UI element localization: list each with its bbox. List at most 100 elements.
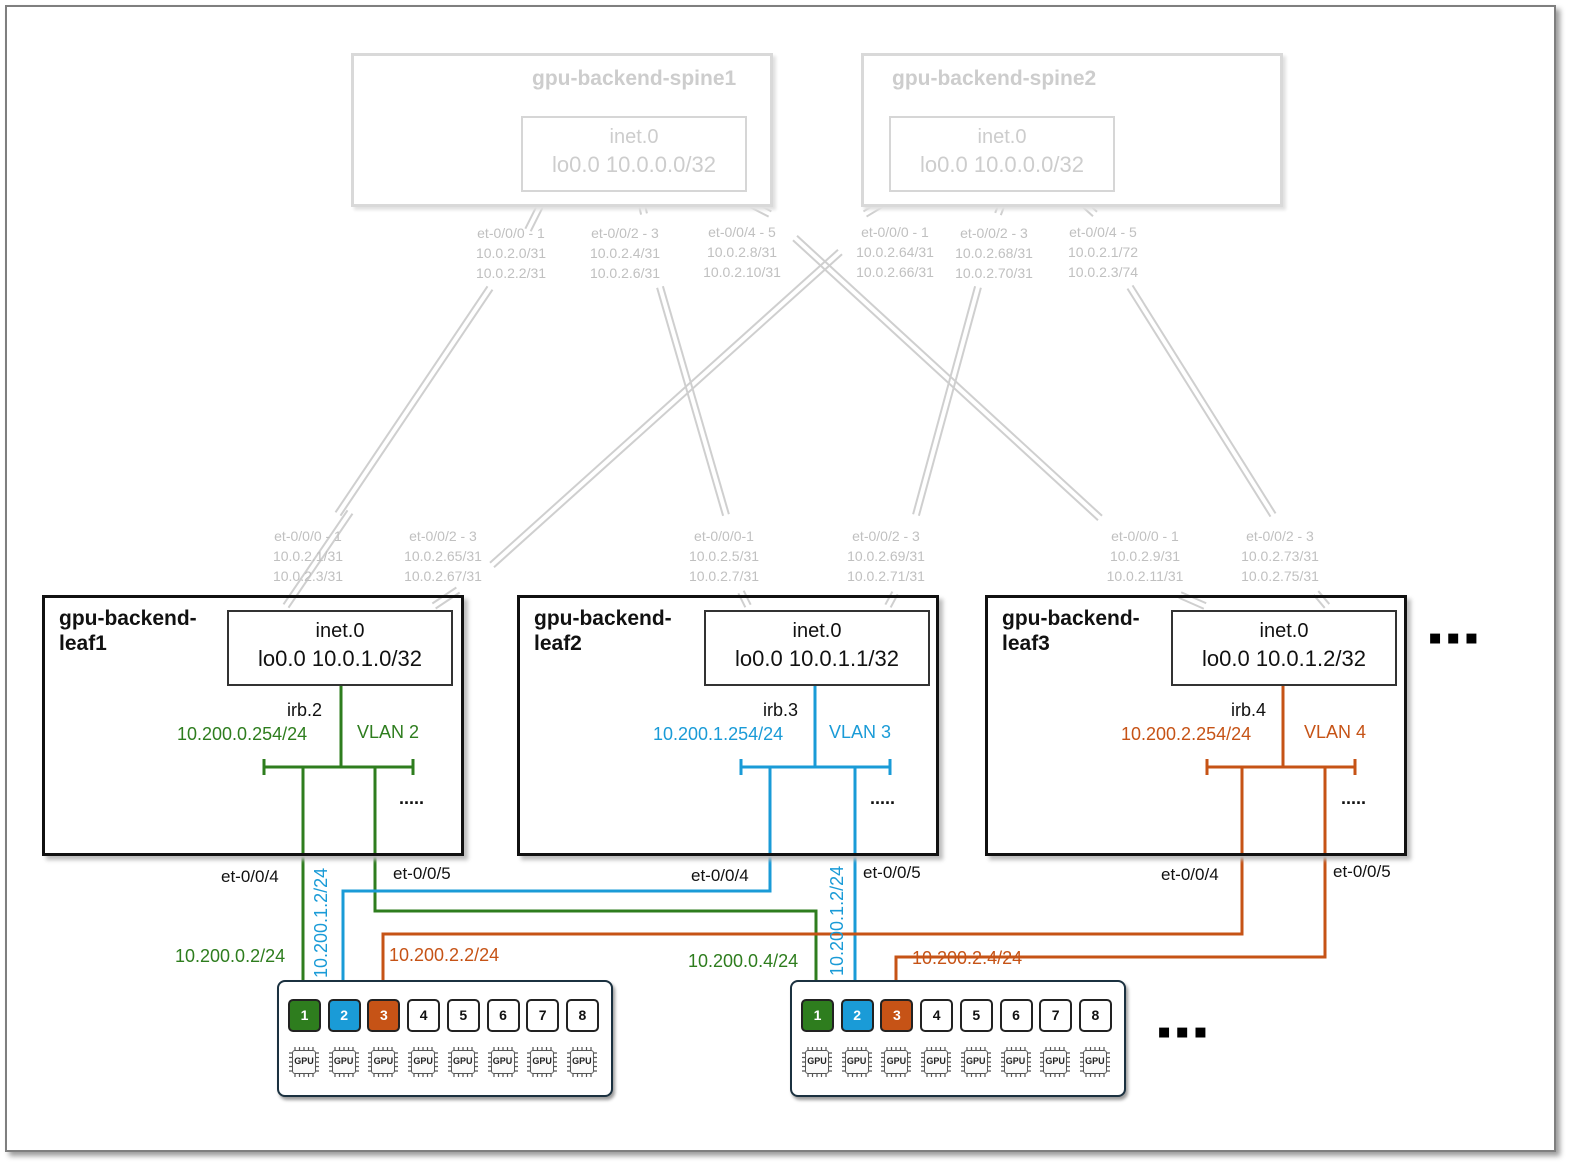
spine-leaf-link bbox=[489, 249, 839, 564]
nic-port[interactable]: 5 bbox=[959, 999, 993, 1032]
gpu-pins bbox=[1000, 1047, 1031, 1077]
leaf2-more: ..... bbox=[870, 788, 896, 808]
nic-port[interactable]: 3 bbox=[880, 999, 914, 1032]
port-ip: 10.0.2.66/31 bbox=[856, 264, 934, 280]
nic-port[interactable]: 6 bbox=[999, 999, 1033, 1032]
leaf2-vlan: VLAN 3 bbox=[829, 722, 892, 742]
gpu-pin-lines bbox=[408, 1047, 439, 1077]
gpu-pin-lines bbox=[566, 1047, 597, 1077]
spine2-loopback: lo0.0 10.0.0.0/32 bbox=[920, 152, 1084, 177]
gpu-chip-icon: GPU bbox=[1040, 1047, 1071, 1077]
nic-port[interactable]: 5 bbox=[446, 999, 480, 1032]
s2-green-ip: 10.200.0.4/24 bbox=[688, 951, 799, 971]
spine-leaf-link bbox=[1126, 288, 1272, 518]
gpu-chip-icon: GPU bbox=[1000, 1047, 1031, 1077]
spine-leaf-links bbox=[282, 192, 1331, 610]
gpu-label: GPU bbox=[530, 1050, 555, 1074]
nic-port[interactable]: 4 bbox=[407, 999, 441, 1032]
gpu-pin-lines bbox=[1000, 1047, 1031, 1077]
gpu-pins bbox=[368, 1047, 399, 1077]
spine-leaf-link bbox=[282, 509, 349, 605]
leaf1-table: inet.0 bbox=[315, 620, 365, 642]
port-ip: 10.0.2.9/31 bbox=[1109, 548, 1181, 564]
spine2-box[interactable]: gpu-backend-spine2 inet.0 lo0.0 10.0.0.0… bbox=[861, 53, 1283, 207]
leaf1-port-b: et-0/0/5 bbox=[393, 864, 451, 883]
spine1-port-label: et-0/0/2 - 3 10.0.2.4/31 10.0.2.6/31 bbox=[576, 223, 674, 283]
nic-port[interactable]: 7 bbox=[526, 999, 560, 1032]
vlan-bridge bbox=[739, 759, 892, 775]
leaf3-loopback: lo0.0 10.0.1.2/32 bbox=[1202, 646, 1366, 671]
leaf2-box[interactable]: gpu-backend- leaf2 inet.0 lo0.0 10.0.1.1… bbox=[517, 595, 939, 856]
leaf1-name: gpu-backend- leaf1 bbox=[59, 606, 197, 656]
leaf1-name-line1: gpu-backend- bbox=[59, 607, 197, 630]
gpu-pins bbox=[881, 1047, 912, 1077]
gpu-chip-icon: GPU bbox=[487, 1047, 518, 1077]
nic-port[interactable]: 3 bbox=[367, 999, 401, 1032]
gpu-pin-lines bbox=[328, 1047, 359, 1077]
port-range: et-0/0/2 - 3 bbox=[409, 528, 477, 544]
leaf1-port-label: et-0/0/0 - 1 10.0.2.1/31 10.0.2.3/31 bbox=[258, 526, 358, 586]
port-ip: 10.0.2.11/31 bbox=[1106, 568, 1184, 584]
gpu-label: GPU bbox=[844, 1050, 869, 1074]
nic-port[interactable]: 6 bbox=[486, 999, 520, 1032]
spine-leaf-link bbox=[493, 253, 843, 568]
port-ip: 10.0.2.67/31 bbox=[404, 568, 482, 584]
nic-port[interactable]: 7 bbox=[1039, 999, 1073, 1032]
leaf1-name-line2: leaf1 bbox=[59, 632, 107, 655]
leaf1-more: ..... bbox=[399, 788, 425, 808]
leaf3-table: inet.0 bbox=[1259, 620, 1309, 642]
gpu-chip-icon: GPU bbox=[447, 1047, 478, 1077]
gpu-label: GPU bbox=[963, 1050, 988, 1074]
port-ip: 10.0.2.5/31 bbox=[688, 548, 760, 564]
spine-leaf-link bbox=[1178, 596, 1205, 610]
vlan-bridge bbox=[1205, 759, 1357, 775]
gpu-pin-lines bbox=[487, 1047, 518, 1077]
outer-frame bbox=[5, 5, 1556, 1152]
gpu-pin-lines bbox=[368, 1047, 399, 1077]
leaf2-name: gpu-backend- leaf2 bbox=[534, 606, 672, 656]
server-link bbox=[341, 767, 772, 998]
leaf2-irb: irb.3 bbox=[763, 700, 799, 720]
server-link bbox=[894, 767, 1327, 998]
nic-port[interactable]: 2 bbox=[840, 999, 874, 1032]
gpu-label: GPU bbox=[371, 1050, 396, 1074]
gpu-chip-icon: GPU bbox=[881, 1047, 912, 1077]
leaf3-port-label: et-0/0/2 - 3 10.0.2.73/31 10.0.2.75/31 bbox=[1228, 526, 1332, 586]
port-ip: 10.0.2.7/31 bbox=[688, 568, 760, 584]
gpu-pin-lines bbox=[841, 1047, 872, 1077]
gpu-chip-icon: GPU bbox=[527, 1047, 558, 1077]
leaf3-name-line1: gpu-backend- bbox=[1002, 607, 1140, 630]
nic-port[interactable]: 8 bbox=[565, 999, 599, 1032]
spine1-box[interactable]: gpu-backend-spine1 inet.0 lo0.0 10.0.0.0… bbox=[351, 53, 773, 207]
gpu-chip-icon: GPU bbox=[368, 1047, 399, 1077]
spine1-port-label: et-0/0/0 - 1 10.0.2.0/31 10.0.2.2/31 bbox=[462, 223, 560, 283]
nic-port[interactable]: 1 bbox=[801, 999, 834, 1032]
nic-port[interactable]: 8 bbox=[1078, 999, 1112, 1032]
more-leaves-ellipsis: ▪▪▪ bbox=[1428, 616, 1483, 660]
leaf1-irb-ip: 10.200.0.254/24 bbox=[177, 724, 308, 744]
nic-port[interactable]: 4 bbox=[920, 999, 954, 1032]
port-ip: 10.0.2.10/31 bbox=[703, 264, 781, 280]
gpu-pins bbox=[802, 1047, 832, 1077]
leaf2-table: inet.0 bbox=[792, 620, 842, 642]
spine-leaf-link bbox=[796, 235, 1103, 517]
gpu-label: GPU bbox=[411, 1050, 436, 1074]
server-link bbox=[381, 767, 1244, 998]
nic-port[interactable]: 1 bbox=[288, 999, 321, 1032]
server-link bbox=[373, 767, 818, 998]
gpu-label: GPU bbox=[805, 1050, 829, 1074]
leaf1-box[interactable]: gpu-backend- leaf1 inet.0 lo0.0 10.0.1.0… bbox=[42, 595, 464, 856]
nic-port[interactable]: 2 bbox=[327, 999, 361, 1032]
gpu-pins bbox=[487, 1047, 518, 1077]
gpu-pins bbox=[1079, 1047, 1110, 1077]
s2-orange-ip: 10.200.2.4/24 bbox=[912, 948, 1023, 968]
port-ip: 10.0.2.0/31 bbox=[475, 245, 547, 261]
spine2-table: inet.0 bbox=[977, 126, 1027, 148]
port-range: et-0/0/2 - 3 bbox=[591, 225, 659, 241]
leaf2-name-line2: leaf2 bbox=[534, 632, 582, 655]
leaf3-box[interactable]: gpu-backend- leaf3 inet.0 lo0.0 10.0.1.2… bbox=[985, 595, 1407, 856]
